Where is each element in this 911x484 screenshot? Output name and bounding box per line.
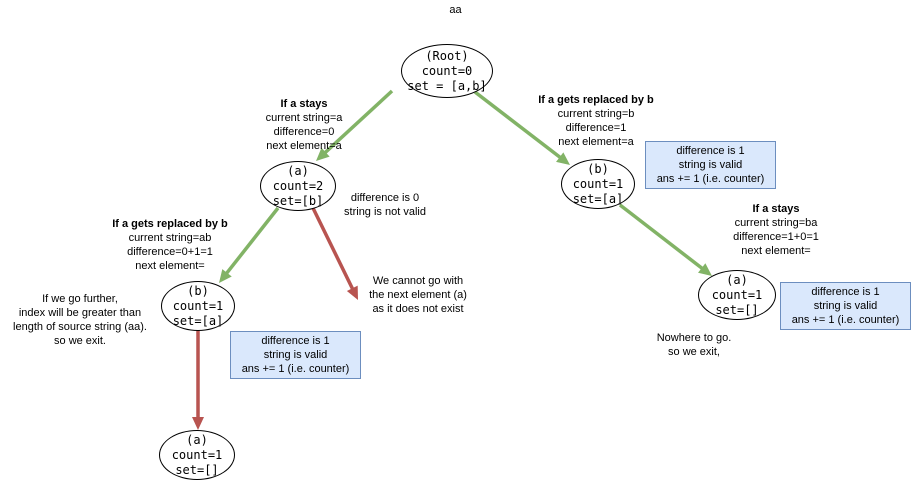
label-stays-1: If a stays current string=a difference=0… (246, 97, 362, 153)
label-stays-2-line: next element= (741, 245, 811, 257)
note-valid-1-line: string is valid (678, 159, 743, 171)
edge-b2-to-a2-arrowhead (192, 417, 204, 430)
note-valid-2-line: difference is 1 (261, 335, 330, 347)
edge-b1-to-a3-arrowhead (698, 263, 712, 276)
node-a2: (a) count=1 set=[] (159, 430, 235, 480)
label-replaced-2: If a gets replaced by b current string=a… (100, 217, 240, 273)
label-replaced-1-head: If a gets replaced by b (538, 94, 654, 106)
edge-root-to-b1-arrowhead (556, 152, 570, 165)
node-a1-line-1: (a) (287, 163, 309, 178)
node-root-line-3: set = [a,b] (407, 78, 487, 93)
label-replaced-2-line: current string=ab (128, 232, 212, 244)
node-b2-line-3: set=[a] (172, 313, 224, 328)
note-valid-2-line: string is valid (263, 349, 328, 361)
label-stays-1-line: next element=a (266, 140, 342, 152)
text-nowhere: Nowhere to go. so we exit, (644, 331, 744, 359)
label-stays-1-line: current string=a (265, 112, 343, 124)
text-cannot-go: We cannot go with the next element (a) a… (358, 274, 478, 316)
node-b2-line-2: count=1 (172, 298, 224, 313)
node-a1-line-3: set=[b] (272, 193, 324, 208)
label-stays-2: If a stays current string=ba difference=… (718, 202, 834, 258)
node-a1: (a) count=2 set=[b] (260, 161, 336, 211)
label-stays-2-line: current string=ba (734, 217, 818, 229)
note-valid-1: difference is 1 string is valid ans += 1… (645, 141, 776, 189)
node-b1: (b) count=1 set=[a] (561, 159, 635, 209)
text-difference-0-line: difference is 0 (350, 192, 420, 204)
label-stays-1-head: If a stays (280, 98, 328, 110)
node-a2-line-2: count=1 (171, 447, 223, 462)
text-nowhere-line: so we exit, (668, 346, 720, 358)
text-cannot-go-line: as it does not exist (372, 303, 464, 315)
edge-b1-to-a3 (618, 203, 705, 271)
node-b1-line-3: set=[a] (572, 191, 624, 206)
text-difference-0: difference is 0 string is not valid (330, 191, 440, 219)
node-a2-line-1: (a) (186, 432, 208, 447)
node-a3: (a) count=1 set=[] (698, 270, 776, 320)
node-b1-line-2: count=1 (572, 176, 624, 191)
node-a3-line-2: count=1 (711, 287, 763, 302)
label-stays-1-line: difference=0 (273, 126, 335, 138)
node-a3-line-1: (a) (726, 272, 748, 287)
edge-root-to-a1-arrowhead (316, 147, 330, 161)
edge-root-to-a1 (322, 89, 394, 155)
note-valid-3: difference is 1 string is valid ans += 1… (780, 282, 911, 330)
note-valid-3-line: string is valid (813, 300, 878, 312)
text-go-further-line: If we go further, (42, 293, 118, 305)
label-stays-2-line: difference=1+0=1 (733, 231, 819, 243)
node-a2-line-3: set=[] (175, 462, 219, 477)
text-go-further-line: so we exit. (54, 335, 106, 347)
note-valid-1-line: difference is 1 (676, 145, 745, 157)
label-replaced-1-line: next element=a (558, 136, 634, 148)
node-a3-line-3: set=[] (715, 302, 759, 317)
label-replaced-2-head: If a gets replaced by b (112, 218, 228, 230)
label-replaced-1: If a gets replaced by b current string=b… (526, 93, 666, 149)
edge-a1-to-cannot (311, 207, 355, 291)
note-valid-3-line: ans += 1 (i.e. counter) (791, 314, 900, 326)
node-root: (Root) count=0 set = [a,b] (401, 44, 493, 98)
edge-a1-to-cannot-arrowhead (346, 285, 358, 300)
node-b2: (b) count=1 set=[a] (161, 281, 235, 331)
text-difference-0-line: string is not valid (344, 206, 426, 218)
note-valid-1-line: ans += 1 (i.e. counter) (656, 173, 765, 185)
label-stays-2-head: If a stays (752, 203, 800, 215)
node-a1-line-2: count=2 (272, 178, 324, 193)
node-b1-line-1: (b) (587, 161, 609, 176)
note-valid-3-line: difference is 1 (811, 286, 880, 298)
node-b2-line-1: (b) (187, 283, 209, 298)
text-go-further-line: index will be greater than (18, 307, 142, 319)
note-valid-2: difference is 1 string is valid ans += 1… (230, 331, 361, 379)
label-replaced-2-line: difference=0+1=1 (127, 246, 213, 258)
text-nowhere-line: Nowhere to go. (656, 332, 732, 344)
text-cannot-go-line: We cannot go with (372, 275, 464, 287)
label-replaced-1-line: difference=1 (565, 122, 627, 134)
text-cannot-go-line: the next element (a) (369, 289, 467, 301)
edge-a1-to-b2-arrowhead (219, 269, 232, 283)
edge-root-to-b1 (473, 90, 563, 160)
diagram-title: aa (449, 4, 462, 16)
text-go-further: If we go further, index will be greater … (4, 292, 156, 348)
note-valid-2-line: ans += 1 (i.e. counter) (241, 363, 350, 375)
edge-a1-to-b2 (224, 206, 280, 276)
label-replaced-1-line: current string=b (557, 108, 635, 120)
text-go-further-line: length of source string (aa). (13, 321, 147, 333)
label-replaced-2-line: next element= (135, 260, 205, 272)
node-root-line-2: count=0 (421, 63, 473, 78)
node-root-line-1: (Root) (425, 48, 469, 63)
